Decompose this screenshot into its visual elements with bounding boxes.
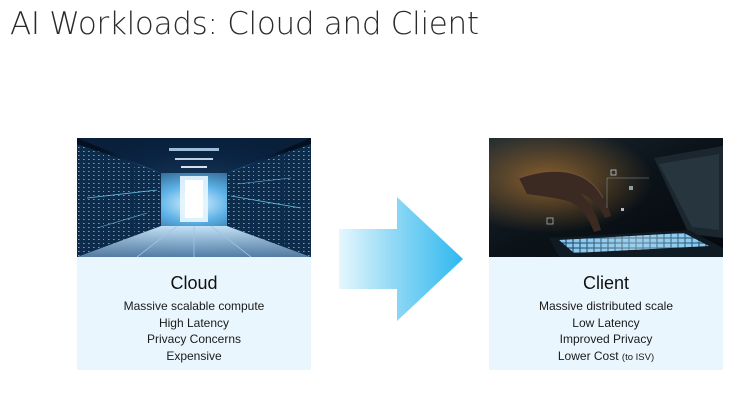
right-arrow-icon [339,197,463,321]
client-feature-item: Massive distributed scale [538,299,674,313]
client-feature-item: Improved Privacy [559,332,653,346]
cloud-feature-item: Privacy Concerns [146,332,242,346]
cloud-feature-item: High Latency [158,315,230,330]
cloud-feature-list: Massive scalable compute High Latency Pr… [77,299,311,365]
cloud-feature-item: Massive scalable compute [123,299,265,313]
client-feature-item: Lower Cost (to ISV) [557,348,655,363]
cloud-feature-item: Expensive [166,348,222,363]
cloud-heading: Cloud [170,273,218,293]
client-feature-item: Low Latency [572,315,640,330]
laptop-typing-image [489,138,723,257]
slide-title: AI Workloads: Cloud and Client [10,6,479,42]
client-card: Client Massive distributed scale Low Lat… [489,138,723,370]
client-cost-note: (to ISV) [621,351,655,363]
client-heading: Client [582,273,630,293]
cloud-card: Cloud Massive scalable compute High Late… [77,138,311,370]
cloud-card-body: Cloud Massive scalable compute High Late… [77,257,311,365]
client-feature-list: Massive distributed scale Low Latency Im… [489,299,723,365]
client-card-body: Client Massive distributed scale Low Lat… [489,257,723,365]
server-room-image [77,138,311,257]
